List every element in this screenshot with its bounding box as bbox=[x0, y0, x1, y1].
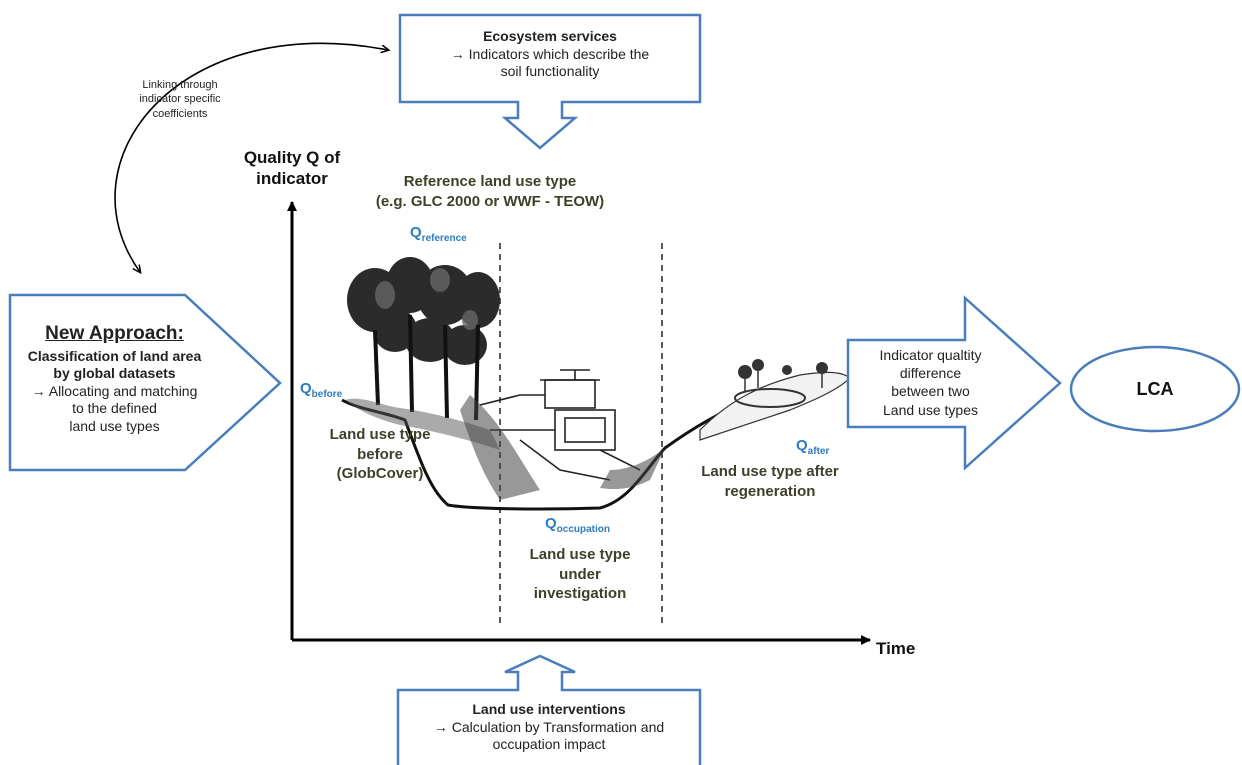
land-after-line2: regeneration bbox=[724, 482, 816, 500]
interventions-line2: occupation impact bbox=[492, 736, 606, 752]
indicator-difference-arrow bbox=[846, 295, 1062, 471]
linking-note-line3: coefficients bbox=[152, 107, 208, 120]
land-after-line1: Land use type after bbox=[701, 463, 839, 480]
q-occupation-label: Qoccupation bbox=[545, 515, 610, 535]
new-approach-line2: by global datasets bbox=[53, 365, 176, 382]
land-investigation-line1: Land use type bbox=[529, 546, 631, 563]
interventions-line1: → Calculation by Transformation and bbox=[433, 718, 665, 735]
q-occupation-symbol: Q bbox=[545, 515, 557, 532]
land-before-line3: (GlobCover) bbox=[336, 465, 424, 482]
q-reference-symbol: Q bbox=[410, 224, 422, 241]
q-before-subscript: before bbox=[311, 389, 343, 400]
y-axis-label-line2: indicator bbox=[256, 169, 328, 189]
reference-line1: Reference land use type bbox=[403, 173, 577, 190]
ecosystem-services-callout bbox=[398, 13, 702, 150]
land-investigation-line2: under bbox=[559, 565, 601, 583]
new-approach-line5: land use types bbox=[69, 417, 160, 434]
indicator-line4: Land use types bbox=[883, 401, 978, 418]
q-after-label: Qafter bbox=[796, 437, 829, 457]
q-before-symbol: Q bbox=[300, 380, 312, 397]
new-approach-line1: Classification of land area bbox=[27, 347, 202, 364]
new-approach-text: New Approach: Classification of land are… bbox=[12, 322, 217, 435]
y-axis-label-line1: Quality Q of bbox=[243, 148, 341, 167]
new-approach-callout bbox=[8, 293, 282, 472]
new-approach-title: New Approach: bbox=[45, 323, 184, 344]
land-profile-sketch bbox=[341, 257, 851, 511]
x-axis-label: Time bbox=[876, 639, 916, 658]
q-reference-label: Qreference bbox=[410, 224, 467, 244]
interventions-title: Land use interventions bbox=[472, 701, 626, 717]
linking-note-line1: Linking through bbox=[142, 79, 218, 91]
q-reference-subscript: reference bbox=[421, 233, 467, 244]
new-approach-line4: to the defined bbox=[72, 400, 157, 417]
indicator-line3: between two bbox=[891, 383, 970, 400]
ecosystem-services-line2: soil functionality bbox=[500, 63, 600, 79]
q-after-symbol: Q bbox=[796, 437, 808, 454]
reference-line2: (e.g. GLC 2000 or WWF - TEOW) bbox=[375, 192, 605, 210]
linking-note-line2: indicator specific bbox=[139, 93, 221, 106]
ecosystem-services-text: Ecosystem services → Indicators which de… bbox=[402, 28, 698, 81]
ecosystem-services-line1: → Indicators which describe the bbox=[450, 45, 650, 62]
indicator-line2: difference bbox=[899, 365, 962, 382]
linking-curve-arrow bbox=[114, 42, 388, 272]
q-before-label: Qbefore bbox=[300, 380, 342, 400]
ecosystem-services-title: Ecosystem services bbox=[483, 28, 617, 44]
land-before-line1: Land use type bbox=[329, 426, 431, 443]
reference-land-use-label: Reference land use type (e.g. GLC 2000 o… bbox=[340, 172, 640, 211]
linking-note: Linking through indicator specific coeff… bbox=[115, 78, 245, 121]
land-use-interventions-callout bbox=[396, 654, 702, 765]
land-before-line2: before bbox=[357, 445, 403, 463]
land-use-before-label: Land use type before (GlobCover) bbox=[305, 425, 455, 484]
interventions-text: Land use interventions → Calculation by … bbox=[400, 701, 698, 754]
q-after-subscript: after bbox=[807, 446, 830, 457]
indicator-difference-text: Indicator qualtity difference between tw… bbox=[858, 346, 1003, 419]
y-axis-label: Quality Q of indicator bbox=[232, 147, 352, 190]
land-use-investigation-label: Land use type under investigation bbox=[505, 545, 655, 604]
lca-label: LCA bbox=[1136, 379, 1174, 399]
indicator-line1: Indicator qualtity bbox=[879, 347, 982, 363]
q-occupation-subscript: occupation bbox=[556, 524, 611, 535]
new-approach-line3: → Allocating and matching bbox=[31, 382, 198, 399]
lca-ellipse bbox=[1069, 345, 1241, 433]
land-use-after-label: Land use type after regeneration bbox=[680, 462, 860, 501]
land-investigation-line3: investigation bbox=[533, 585, 627, 602]
